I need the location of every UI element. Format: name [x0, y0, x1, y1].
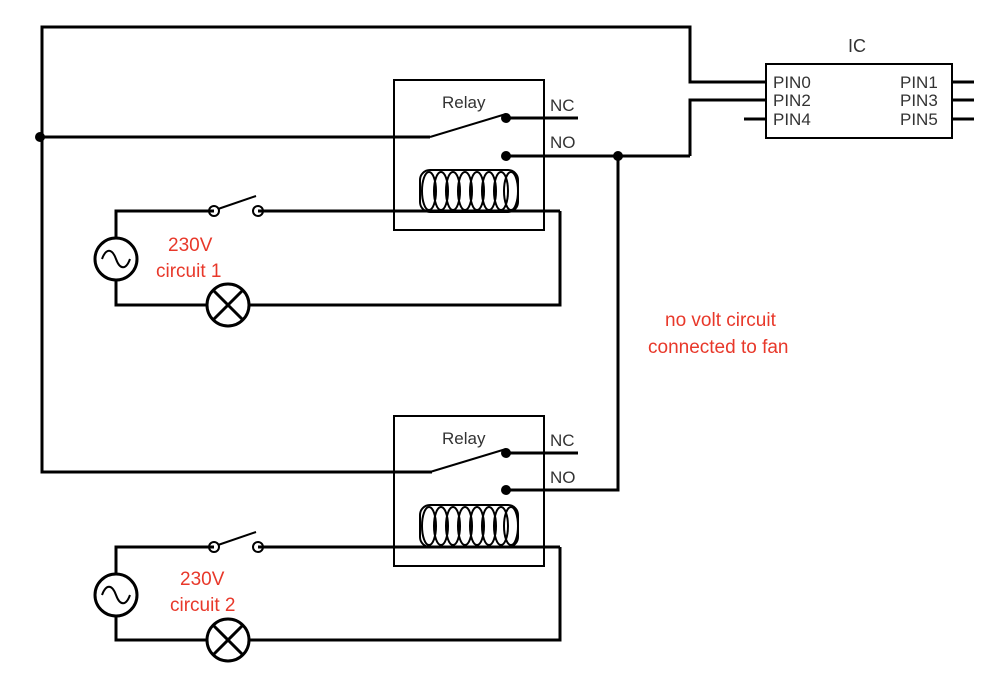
circuit2-voltage-label: 230V: [180, 569, 225, 590]
circuit1-switch-icon: [208, 195, 264, 217]
circuit1-name-label: circuit 1: [156, 261, 221, 282]
ic-pin2-label: PIN2: [773, 91, 811, 110]
circuit2-ac-source-icon: [93, 572, 139, 618]
ic-pin1-label: PIN1: [900, 73, 938, 92]
circuit1-lamp-icon: [205, 282, 251, 328]
wire-pin0-common-bus: [40, 25, 766, 474]
relay-bottom-box: [393, 415, 545, 567]
wire-circuit1-return: [250, 211, 562, 307]
wire-pin2-to-no-bus: [688, 98, 766, 156]
circuit2-lamp-icon: [205, 617, 251, 663]
relay-top-no-label: NO: [550, 133, 576, 152]
ic-title: IC: [848, 36, 866, 56]
relay-bottom-label: Relay: [442, 429, 486, 448]
wire-circuit2-return: [250, 547, 562, 642]
circuit2-name-label: circuit 2: [170, 595, 235, 616]
wire-circuit1-loop: [114, 209, 214, 238]
circuit1-voltage-label: 230V: [168, 235, 213, 256]
ic-pin5-label: PIN5: [900, 110, 938, 129]
relay-top-coil-icon: [419, 169, 519, 213]
ic-pin0-label: PIN0: [773, 73, 811, 92]
ic-pin3-label: PIN3: [900, 91, 938, 110]
fan-note-line2: connected to fan: [648, 337, 789, 358]
relay-bottom-no-contact: [501, 485, 511, 495]
wire-circuit2-source-to-lamp: [114, 616, 206, 642]
ic-pin4-label: PIN4: [773, 110, 811, 129]
wire-circuit1-source-to-lamp: [114, 280, 206, 307]
fan-note-line1: no volt circuit: [665, 310, 777, 331]
wire-circuit2-loop: [114, 545, 214, 574]
relay-top-switch-arm: [429, 113, 507, 138]
relay-bottom-nc-label: NC: [550, 431, 575, 450]
circuit1-ac-source-icon: [93, 236, 139, 282]
relay-top-label: Relay: [442, 93, 486, 112]
relay-bottom-coil-icon: [419, 504, 519, 548]
relay-bottom-switch-arm: [429, 448, 507, 473]
circuit2-switch-icon: [208, 531, 264, 553]
relay-top-nc-label: NC: [550, 96, 575, 115]
relay-bottom-no-label: NO: [550, 468, 576, 487]
